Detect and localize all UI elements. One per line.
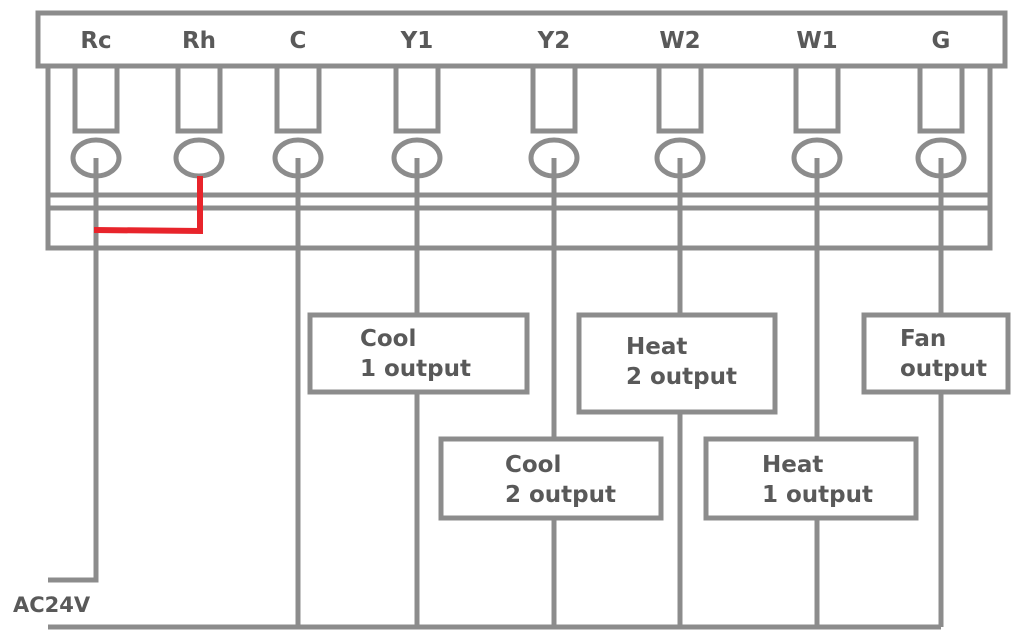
- cool2-line1: Cool: [505, 452, 561, 478]
- heat2-line2: 2 output: [626, 364, 737, 390]
- heat2-line1: Heat: [626, 334, 687, 360]
- output-box-fan: [861, 312, 1011, 395]
- cool1-line2: 1 output: [360, 356, 471, 382]
- terminal-slot-rh: [175, 63, 223, 134]
- terminal-label-w1: W1: [796, 28, 837, 54]
- terminal-slot-g: [917, 63, 965, 134]
- terminal-label-y1: Y1: [400, 28, 434, 54]
- wire-rc-supply: [48, 158, 99, 583]
- jumper-rc-rh: [93, 176, 203, 235]
- output-box-heat1: [703, 436, 919, 521]
- terminal-label-w2: W2: [659, 28, 700, 54]
- terminal-label-rh: Rh: [182, 28, 216, 54]
- supply-label: AC24V: [13, 593, 91, 617]
- terminal-slot-rc: [72, 63, 120, 134]
- output-box-cool2: [438, 436, 664, 521]
- output-box-cool1: [307, 312, 530, 395]
- terminal-screw-rh: [173, 137, 225, 179]
- terminal-label-y2: Y2: [537, 28, 571, 54]
- terminal-slot-w2: [656, 63, 704, 134]
- fan-line1: Fan: [900, 326, 946, 352]
- terminal-slot-w1: [793, 63, 841, 134]
- terminal-block-body: [45, 66, 993, 251]
- cool2-line2: 2 output: [505, 482, 616, 508]
- output-box-heat2: [576, 312, 778, 415]
- heat1-line1: Heat: [762, 452, 823, 478]
- heat1-line2: 1 output: [762, 482, 873, 508]
- terminal-slot-y1: [393, 63, 441, 134]
- terminal-slot-y2: [530, 63, 578, 134]
- terminal-slot-c: [274, 63, 322, 134]
- terminal-label-strip: [35, 10, 1008, 69]
- terminal-label-rc: Rc: [80, 28, 111, 54]
- terminal-label-c: C: [290, 28, 307, 54]
- terminal-label-g: G: [932, 28, 951, 54]
- cool1-line1: Cool: [360, 326, 416, 352]
- fan-line2: output: [900, 356, 987, 382]
